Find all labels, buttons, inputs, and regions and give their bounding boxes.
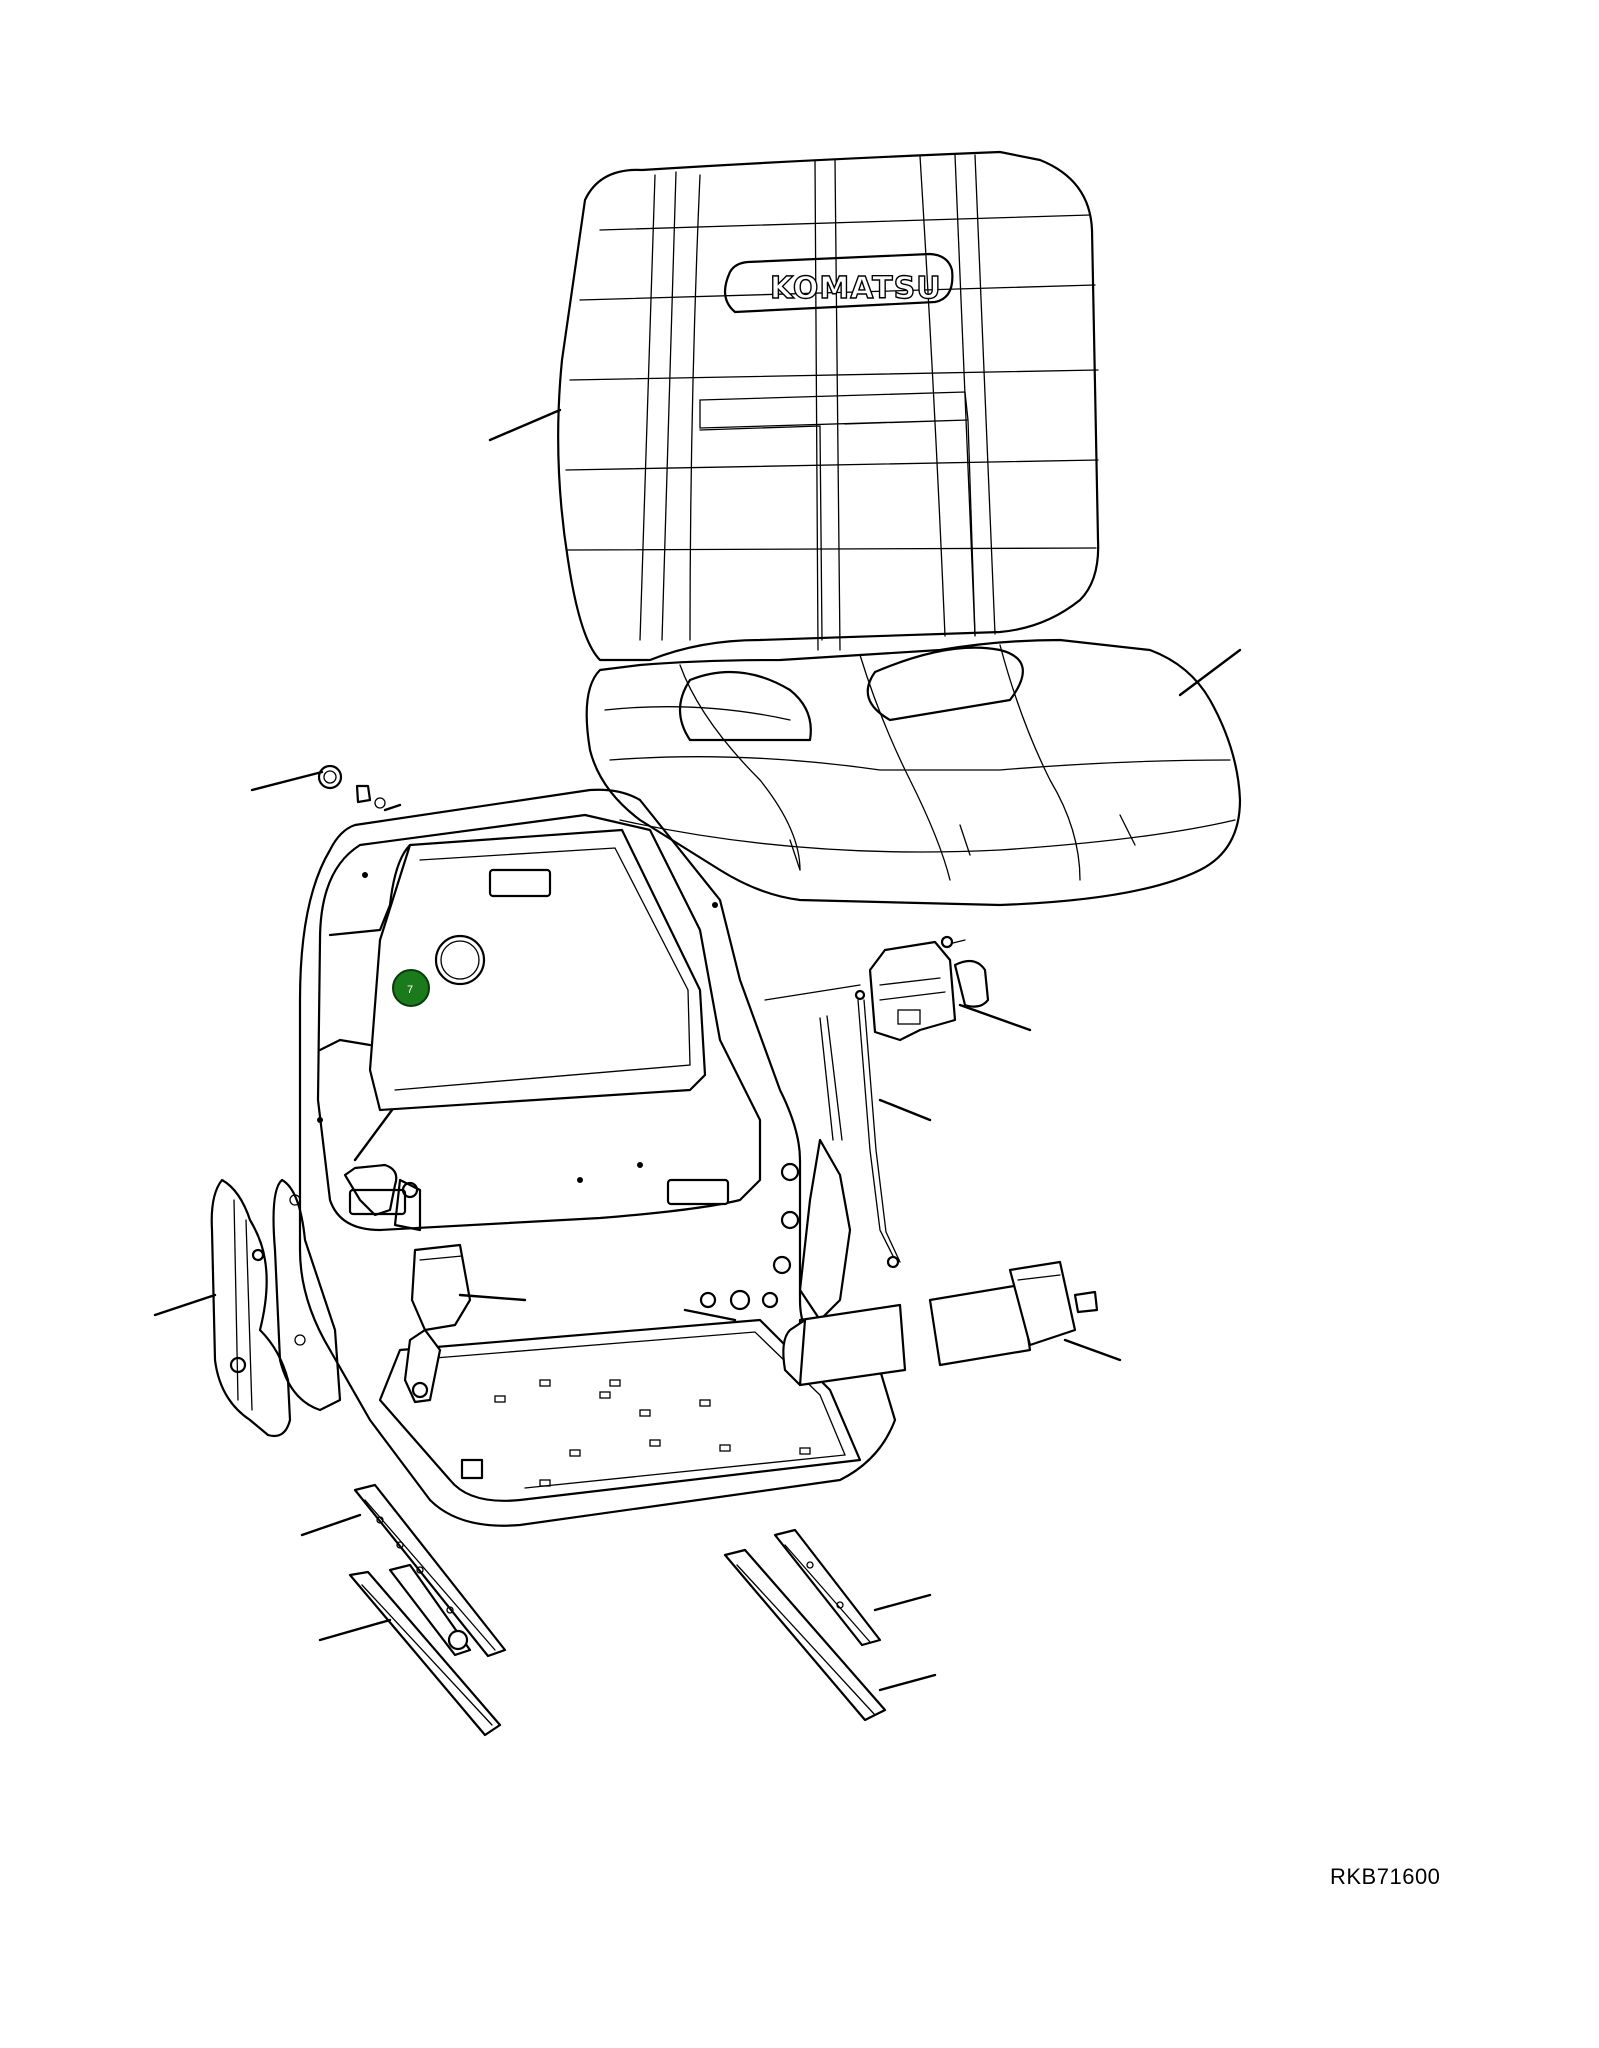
callout-7[interactable]: 7: [392, 969, 430, 1007]
leader-lines: [153, 408, 1242, 1692]
brand-logo-text: KOMATSU: [770, 271, 942, 306]
callout-7-marker[interactable]: [392, 969, 430, 1007]
side-bracket: [210, 1178, 342, 1438]
callout-7-label: 7: [407, 984, 413, 996]
belt-mount-bracket: [764, 935, 990, 1042]
pan-holes: [494, 1379, 811, 1487]
seat-belt-tongue: [782, 1260, 1099, 1387]
fasteners: [317, 764, 751, 1311]
slide-rail-right-lower: [723, 1548, 887, 1722]
seat-belt-buckle: [403, 1243, 472, 1404]
slide-rail-left-lower: [348, 1563, 502, 1737]
seat-cushion: [585, 638, 1242, 907]
reference-code: RKB71600: [1330, 1864, 1441, 1889]
seat-backrest: KOMATSU: [557, 150, 1100, 662]
hinge-brackets: [343, 989, 901, 1322]
slide-rail-right-upper: [773, 1528, 882, 1647]
slide-rail-left-upper: [353, 1483, 507, 1658]
